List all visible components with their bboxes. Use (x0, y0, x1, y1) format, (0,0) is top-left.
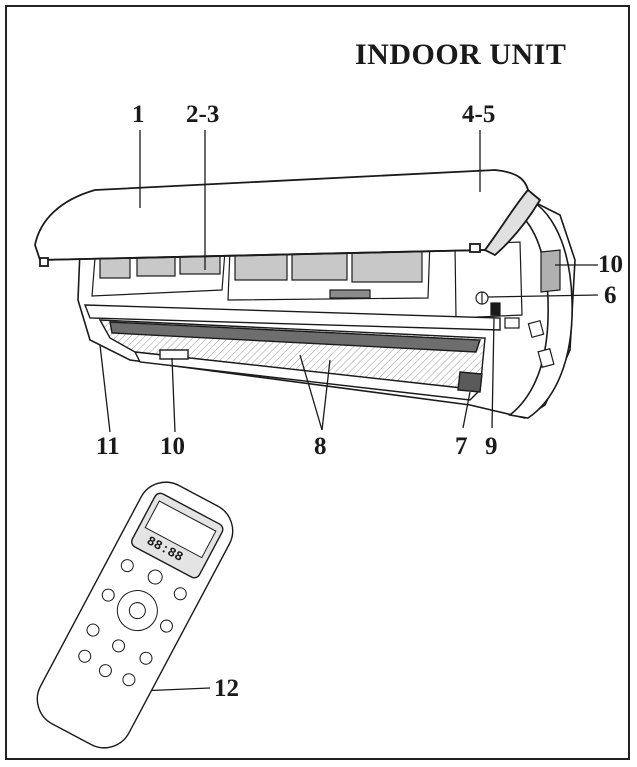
diagram-frame (5, 5, 630, 760)
callout-10-front: 10 (160, 433, 185, 460)
callout-9: 9 (485, 433, 498, 460)
callout-4-5: 4-5 (462, 101, 496, 128)
callout-1: 1 (132, 101, 145, 128)
side-display (527, 249, 561, 369)
callout-11: 11 (96, 433, 120, 460)
air-filters (91, 239, 431, 301)
callout-6: 6 (604, 282, 617, 309)
remote-controller (36, 481, 234, 749)
air-outlet (83, 304, 501, 401)
page-title: INDOOR UNIT (355, 38, 567, 71)
callout-2-3: 2-3 (186, 101, 220, 128)
callout-7: 7 (455, 433, 468, 460)
callout-8: 8 (314, 433, 327, 460)
callout-10-side: 10 (598, 251, 623, 278)
control-box (454, 241, 523, 329)
callout-12: 12 (214, 675, 239, 702)
front-panel (34, 169, 542, 267)
